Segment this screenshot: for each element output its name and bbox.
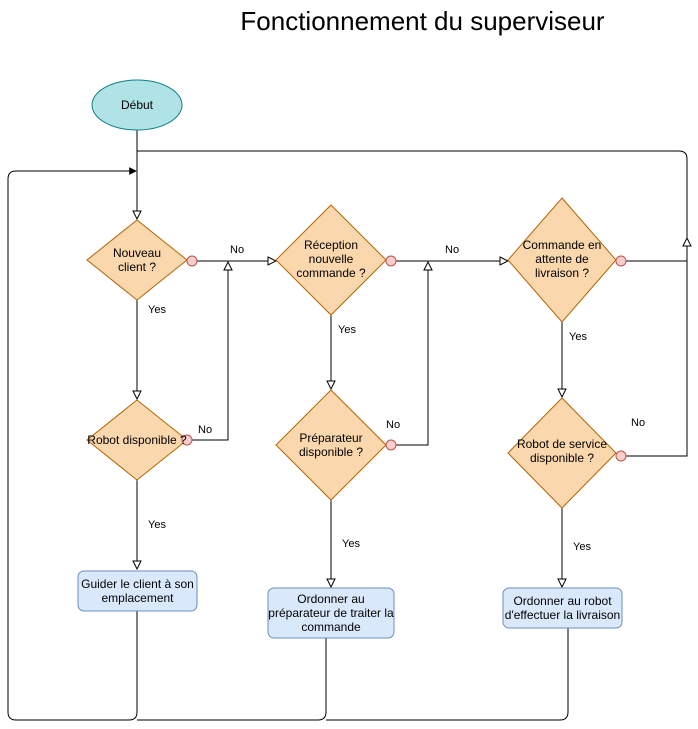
guider-client-label: Guider le client à son emplacement xyxy=(81,577,194,605)
diagram-title: Fonctionnement du superviseur xyxy=(240,6,605,36)
robot-disponible-label: Robot disponible ? xyxy=(87,433,187,447)
start-label: Début xyxy=(120,98,154,112)
label-client-yes: Yes xyxy=(148,304,166,316)
decision-reception-commande xyxy=(275,204,387,316)
port-client-no xyxy=(186,255,198,267)
connectors xyxy=(7,130,688,721)
label-preparateur-yes: Yes xyxy=(342,538,360,550)
label-robot-service-no: No xyxy=(631,417,646,429)
label-robot-yes: Yes xyxy=(148,519,166,531)
reception-commande-label: Réception nouvelle commande ? xyxy=(296,238,366,280)
label-robot-service-yes: Yes xyxy=(573,541,591,553)
edge-robot-service-no xyxy=(622,250,688,457)
label-livraison-yes: Yes xyxy=(569,331,587,343)
edge-livraison-no xyxy=(622,238,687,262)
port-livraison-no xyxy=(615,255,627,267)
label-reception-yes: Yes xyxy=(338,324,356,336)
edge-top-return xyxy=(137,150,688,248)
action-guider-client xyxy=(77,570,198,612)
nouveau-client-label: Nouveau client ? xyxy=(112,246,162,274)
label-reception-no: No xyxy=(445,244,460,256)
decision-nouveau-client xyxy=(86,219,188,301)
port-preparateur-no xyxy=(385,439,397,451)
label-preparateur-no: No xyxy=(386,419,401,431)
edge-guider-return xyxy=(7,171,138,721)
edge-robot-no xyxy=(192,262,228,441)
port-reception-no xyxy=(385,255,397,267)
start-node xyxy=(91,79,183,131)
label-robot-no: No xyxy=(198,424,213,436)
edge-preparateur-return xyxy=(137,638,327,721)
decision-robot-disponible xyxy=(86,399,188,481)
action-ordonner-livraison xyxy=(502,587,623,629)
decision-robot-service xyxy=(507,397,617,509)
no-ports xyxy=(181,255,627,462)
commande-livraison-label: Commande en attente de livraison ? xyxy=(522,238,602,280)
port-robot-service-no xyxy=(615,450,627,462)
edge-livraison-return xyxy=(326,628,569,721)
ordonner-livraison-label: Ordonner au robot d'effectuer la livrais… xyxy=(504,594,621,622)
decision-commande-livraison xyxy=(507,197,617,323)
robot-service-label: Robot de service disponible ? xyxy=(516,437,608,465)
label-client-no: No xyxy=(230,244,245,256)
decision-preparateur-disponible xyxy=(275,389,387,501)
edge-preparateur-no xyxy=(392,262,428,446)
preparateur-disponible-label: Préparateur disponible ? xyxy=(298,431,364,459)
port-robot-no xyxy=(181,434,193,446)
action-ordonner-preparateur xyxy=(267,587,395,639)
ordonner-preparateur-label: Ordonner au préparateur de traiter la co… xyxy=(268,592,394,634)
